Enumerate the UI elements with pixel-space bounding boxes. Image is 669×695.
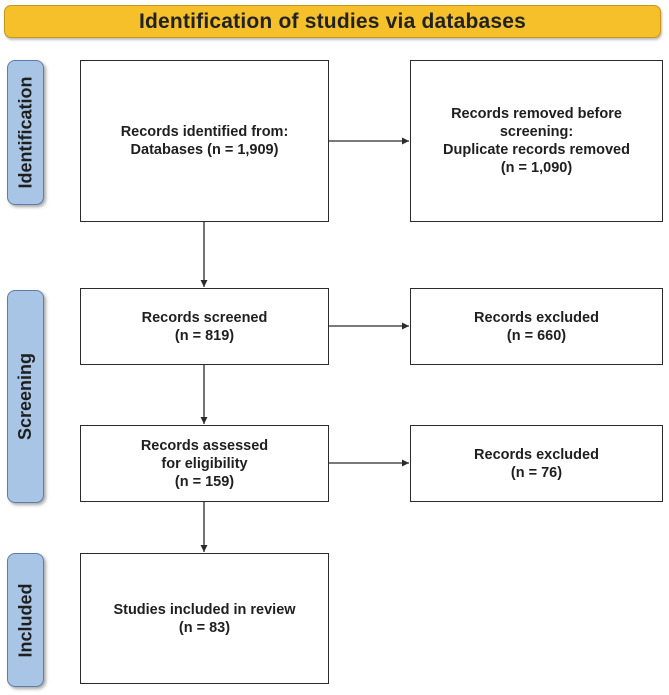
records-removed-line2: screening: <box>499 124 574 140</box>
box-records-screened: Records screened (n = 819) <box>80 288 329 365</box>
records-screened-line2: (n = 819) <box>174 327 235 344</box>
stage-included: Included <box>7 553 44 687</box>
studies-included-line1: Studies included in review <box>113 601 296 618</box>
diagram-title: Identification of studies via databases <box>138 9 527 33</box>
records-removed-line4: (n = 1,090) <box>500 160 573 176</box>
records-assessed-line1: Records assessed <box>140 437 269 454</box>
box-records-identified: Records identified from: Databases (n = … <box>80 60 329 222</box>
records-removed-line1: Records removed before <box>451 106 622 122</box>
records-removed-line3: Duplicate records removed <box>443 142 630 158</box>
records-assessed-line2: for eligibility <box>161 455 248 472</box>
records-excluded-1-line2: (n = 660) <box>506 327 567 344</box>
box-records-excluded-1: Records excluded (n = 660) <box>410 288 663 365</box>
studies-included-line2: (n = 83) <box>178 619 231 636</box>
box-records-excluded-2: Records excluded (n = 76) <box>410 425 663 502</box>
diagram-title-banner: Identification of studies via databases <box>4 5 661 38</box>
records-identified-line2: Databases (n = 1,909) <box>130 142 279 158</box>
stage-identification: Identification <box>7 60 44 205</box>
records-screened-line1: Records screened <box>141 309 268 326</box>
stage-screening: Screening <box>7 290 44 503</box>
box-studies-included: Studies included in review (n = 83) <box>80 553 329 684</box>
box-records-assessed: Records assessed for eligibility (n = 15… <box>80 425 329 502</box>
records-assessed-line3: (n = 159) <box>174 473 235 490</box>
records-identified-line1: Records identified from: <box>120 124 289 140</box>
records-excluded-1-line1: Records excluded <box>474 309 599 326</box>
records-excluded-2-line1: Records excluded <box>474 446 599 463</box>
box-records-removed: Records removed before screening: Duplic… <box>410 60 663 222</box>
records-excluded-2-line2: (n = 76) <box>510 464 563 481</box>
